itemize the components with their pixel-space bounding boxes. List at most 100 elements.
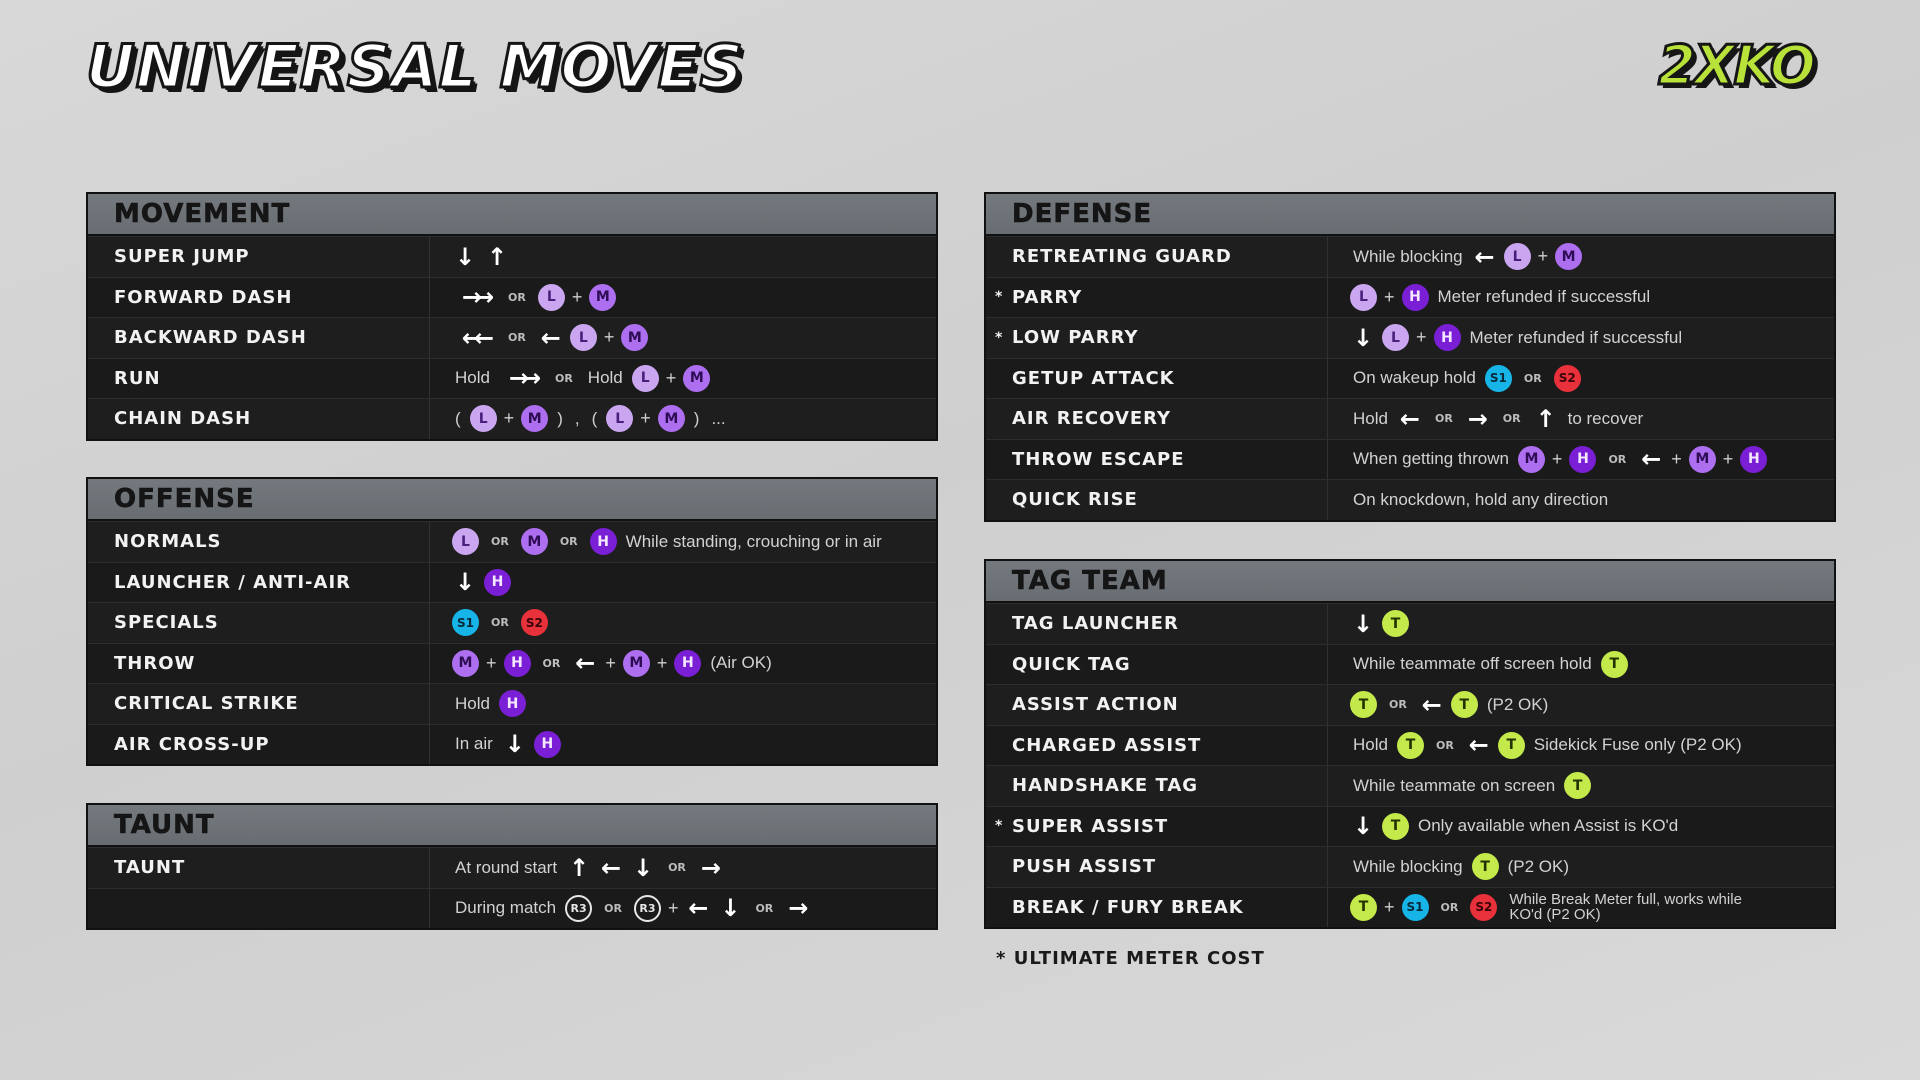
move-name: HANDSHAKE TAG bbox=[986, 766, 1328, 806]
medium-button-icon: M bbox=[621, 324, 649, 352]
move-name: AIR CROSS-UP bbox=[88, 724, 430, 764]
move-row-backward-dash: BACKWARD DASH ←← OR ← L + M bbox=[88, 317, 936, 358]
move-note: Only available when Assist is KO'd bbox=[1418, 816, 1679, 836]
move-name: QUICK TAG bbox=[986, 644, 1328, 684]
special1-button-icon: S1 bbox=[1401, 893, 1429, 921]
move-inputs: At round start ↑ ← ↓ OR → bbox=[430, 848, 936, 888]
heavy-button-icon: H bbox=[498, 690, 526, 718]
plus-sign: + bbox=[1384, 286, 1395, 307]
move-name: * SUPER ASSIST bbox=[986, 806, 1328, 846]
move-note: Meter refunded if successful bbox=[1469, 327, 1683, 347]
arrow-left-icon: ← bbox=[688, 894, 709, 923]
or-separator: OR bbox=[491, 616, 509, 630]
tag-team-header: TAG TEAM bbox=[986, 561, 1834, 603]
taunt-panel: TAUNT TAUNT At round start ↑ ← ↓ OR → Du… bbox=[86, 803, 938, 930]
arrow-down-icon: ↓ bbox=[1352, 812, 1374, 841]
move-name: PUSH ASSIST bbox=[986, 847, 1328, 887]
arrow-right-icon: → bbox=[700, 853, 721, 882]
move-row-getup-attack: GETUP ATTACK On wakeup hold S1 OR S2 bbox=[986, 357, 1834, 399]
move-name: QUICK RISE bbox=[986, 480, 1328, 520]
move-name: SPECIALS bbox=[88, 603, 430, 643]
tag-team-panel: TAG TEAM TAG LAUNCHER ↓ T QUICK TAG Whil… bbox=[984, 559, 1836, 929]
tag-button-icon: T bbox=[1600, 650, 1628, 678]
open-paren: ( bbox=[455, 408, 461, 428]
medium-button-icon: M bbox=[683, 364, 711, 392]
light-button-icon: L bbox=[452, 528, 479, 556]
move-inputs: ↓ L + H Meter refunded if successful bbox=[1328, 318, 1834, 358]
plus-sign: + bbox=[571, 286, 583, 307]
move-inputs: ↓ ↑ bbox=[430, 237, 936, 277]
move-row-super-jump: SUPER JUMP ↓ ↑ bbox=[88, 236, 936, 277]
or-separator: OR bbox=[604, 901, 622, 915]
move-condition: While blocking bbox=[1353, 856, 1463, 876]
or-separator: OR bbox=[668, 861, 686, 875]
arrow-left-icon: ← bbox=[1641, 445, 1662, 474]
arrow-left-icon: ← bbox=[1421, 690, 1442, 719]
move-inputs: L + H Meter refunded if successful bbox=[1328, 278, 1834, 318]
move-row-super-assist: *SUPER ASSIST ↓ T Only available when As… bbox=[986, 805, 1834, 846]
heavy-button-icon: H bbox=[589, 528, 617, 556]
move-row-handshake-tag: HANDSHAKE TAG While teammate on screen T bbox=[986, 765, 1834, 806]
move-name: RETREATING GUARD bbox=[986, 237, 1328, 277]
move-label: LOW PARRY bbox=[1012, 327, 1139, 349]
arrow-left-icon: ← bbox=[1399, 404, 1421, 433]
game-logo: 2XKO bbox=[1657, 32, 1818, 98]
light-button-icon: L bbox=[537, 283, 565, 311]
move-row-low-parry: *LOW PARRY ↓ L + H Meter refunded if suc… bbox=[986, 317, 1834, 358]
plus-sign: + bbox=[656, 652, 668, 673]
move-inputs: While teammate off screen hold T bbox=[1328, 645, 1834, 685]
move-inputs: While blocking ← L + M bbox=[1328, 237, 1834, 277]
move-row-specials: SPECIALS S1 OR S2 bbox=[88, 602, 936, 643]
move-row-air-recovery: AIR RECOVERY Hold ← OR → OR ↑ to recover bbox=[986, 398, 1834, 439]
hold-text: Hold bbox=[1353, 408, 1388, 428]
tag-button-icon: T bbox=[1497, 731, 1525, 759]
move-row-air-cross-up: AIR CROSS-UP In air ↓ H bbox=[88, 723, 936, 764]
move-inputs: While teammate on screen T bbox=[1328, 766, 1834, 806]
move-label: PARRY bbox=[1012, 286, 1083, 308]
move-name: CHAIN DASH bbox=[88, 399, 430, 439]
move-label: SUPER ASSIST bbox=[1012, 815, 1169, 837]
movement-panel: MOVEMENT SUPER JUMP ↓ ↑ FORWARD DASH →→ … bbox=[86, 192, 938, 441]
r3-button-icon: R3 bbox=[633, 894, 661, 922]
meter-cost-star: * bbox=[995, 818, 1004, 835]
move-name: THROW ESCAPE bbox=[986, 439, 1328, 479]
tag-button-icon: T bbox=[1396, 731, 1424, 759]
move-row-throw-escape: THROW ESCAPE When getting thrown M + H O… bbox=[986, 438, 1834, 479]
plus-sign: + bbox=[667, 897, 679, 918]
move-note: (P2 OK) bbox=[1507, 856, 1570, 876]
medium-button-icon: M bbox=[622, 649, 650, 677]
move-inputs: ( L + M ) , ( L + M ) ... bbox=[430, 399, 936, 439]
or-separator: OR bbox=[559, 535, 578, 549]
move-row-run: RUN Hold →→ OR Hold L + M bbox=[88, 357, 936, 399]
offense-panel: OFFENSE NORMALS L OR M OR H While standi… bbox=[86, 477, 938, 766]
move-note: to recover bbox=[1567, 408, 1644, 428]
arrow-left-icon: ← bbox=[540, 323, 561, 352]
light-button-icon: L bbox=[1350, 283, 1377, 311]
move-row-launcher: LAUNCHER / ANTI-AIR ↓ H bbox=[88, 561, 936, 602]
move-note: While standing, crouching or in air bbox=[625, 531, 882, 551]
meter-cost-star: * bbox=[995, 289, 1004, 306]
or-separator: OR bbox=[1608, 452, 1627, 466]
plus-sign: + bbox=[503, 408, 515, 429]
light-button-icon: L bbox=[569, 324, 597, 352]
move-inputs: On wakeup hold S1 OR S2 bbox=[1328, 359, 1834, 399]
move-name: *LOW PARRY bbox=[986, 318, 1328, 358]
page-title: UNIVERSAL MOVES bbox=[85, 31, 745, 104]
move-name: TAUNT bbox=[88, 848, 430, 888]
move-row-tag-launcher: TAG LAUNCHER ↓ T bbox=[986, 603, 1834, 644]
move-row-parry: * PARRY L + H Meter refunded if successfu… bbox=[986, 276, 1834, 318]
move-inputs: S1 OR S2 bbox=[430, 603, 936, 643]
tag-button-icon: T bbox=[1350, 893, 1377, 921]
plus-sign: + bbox=[1671, 448, 1682, 469]
plus-sign: + bbox=[640, 408, 651, 429]
footnote-star: * bbox=[996, 948, 1007, 969]
move-name: NORMALS bbox=[88, 522, 430, 562]
or-separator: OR bbox=[542, 656, 561, 670]
move-row-forward-dash: FORWARD DASH →→ OR L + M bbox=[88, 276, 936, 317]
move-inputs: Hold →→ OR Hold L + M bbox=[430, 359, 936, 399]
move-condition: At round start bbox=[455, 857, 558, 877]
arrow-up-icon: ↑ bbox=[486, 242, 508, 271]
move-inputs: ↓ T bbox=[1328, 604, 1834, 644]
arrow-down-icon: ↓ bbox=[633, 853, 654, 882]
special2-button-icon: S2 bbox=[1470, 893, 1498, 921]
